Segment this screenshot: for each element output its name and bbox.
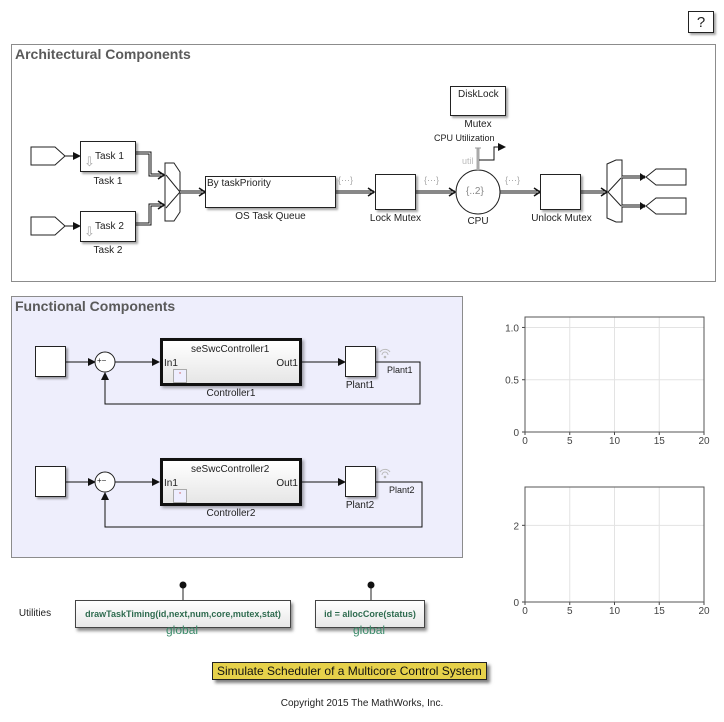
copyright-text: Copyright 2015 The MathWorks, Inc. — [280, 698, 444, 709]
outport-1[interactable] — [645, 168, 687, 186]
x-tick-label: 20 — [698, 606, 710, 617]
lock-mutex-block[interactable] — [375, 174, 416, 210]
x-tick-label: 0 — [522, 606, 528, 617]
queue-label: OS Task Queue — [235, 211, 306, 222]
task1-inside-text: Task 1 — [95, 151, 124, 162]
in-port-label: In1 — [164, 478, 178, 489]
function-scope-label: global — [166, 623, 199, 637]
signal-broadcast-icon — [379, 468, 391, 476]
task2-block[interactable]: ⇩ Task 2 — [80, 211, 136, 242]
x-tick-label: 15 — [654, 436, 666, 447]
disklock-mutex-block[interactable]: DiskLock — [450, 86, 506, 116]
out-port-label: Out1 — [276, 358, 298, 369]
bus-marker: {⋯} — [338, 175, 354, 185]
plant1-signal-label: Plant1 — [387, 365, 413, 375]
y-tick-label: 2 — [513, 521, 519, 532]
x-tick-label: 5 — [567, 436, 573, 447]
down-arrow-icon: ⇩ — [84, 224, 95, 239]
reference-source-1[interactable] — [35, 346, 66, 377]
unlock-mutex-label: Unlock Mutex — [531, 213, 592, 224]
x-tick-label: 20 — [698, 436, 710, 447]
plot-frame — [524, 316, 705, 433]
model-title-annotation[interactable]: Simulate Scheduler of a Multicore Contro… — [212, 662, 487, 680]
task2-inside-text: Task 2 — [95, 221, 124, 232]
entity-split-block[interactable] — [606, 159, 623, 223]
entity-merge-block[interactable] — [164, 162, 181, 222]
chart-cpu-utilization[interactable]: 0 5 10 15 20 0 0.5 1.0 — [495, 310, 720, 450]
controller-name: seSwcController2 — [191, 464, 270, 475]
util-signal-line — [479, 143, 506, 161]
controller-name: seSwcController1 — [191, 344, 270, 355]
architectural-components-area: Architectural Components — [11, 44, 716, 282]
task2-trigger-port[interactable] — [30, 216, 66, 236]
plant1-block[interactable] — [345, 346, 376, 377]
area-title: Functional Components — [15, 298, 176, 314]
reference-source-2[interactable] — [35, 466, 66, 497]
plot-frame — [524, 486, 705, 603]
sum-signs-2: +− — [97, 476, 107, 485]
cpu-label: CPU — [467, 216, 489, 227]
task2-label: Task 2 — [93, 245, 123, 256]
sum-signs-1: +− — [97, 356, 107, 365]
cpu-util-port: util — [462, 156, 474, 166]
controller1-label: Controller1 — [206, 388, 256, 399]
queue-inside-text: By taskPriority — [207, 178, 271, 189]
controller2-block[interactable]: seSwcController2 In1 Out1 ▫ — [160, 458, 302, 506]
in-port-label: In1 — [164, 358, 178, 369]
help-button[interactable]: ? — [688, 11, 714, 33]
plant2-label: Plant2 — [345, 500, 375, 511]
utilities-label: Utilities — [18, 608, 52, 619]
task1-trigger-port[interactable] — [30, 146, 66, 166]
task1-block[interactable]: ⇩ Task 1 — [80, 141, 136, 172]
y-tick-label: 0.5 — [505, 376, 519, 387]
y-tick-label: 0 — [513, 598, 519, 609]
draw-task-timing-function[interactable]: drawTaskTiming(id,next,num,core,mutex,st… — [75, 600, 291, 628]
x-tick-label: 5 — [567, 606, 573, 617]
bus-marker: {⋯} — [505, 175, 521, 185]
plant2-block[interactable] — [345, 466, 376, 497]
plant2-signal-label: Plant2 — [389, 485, 415, 495]
cpu-utilization-label: CPU Utilization — [434, 133, 495, 143]
area-title: Architectural Components — [15, 46, 191, 62]
x-tick-label: 15 — [654, 606, 666, 617]
bus-marker: {⋯} — [424, 175, 440, 185]
plant1-label: Plant1 — [345, 380, 375, 391]
chart-task-timing[interactable]: 0 5 10 15 20 0 2 — [495, 480, 720, 620]
disklock-inside-text: DiskLock — [458, 89, 499, 100]
task1-label: Task 1 — [93, 176, 123, 187]
lock-mutex-label: Lock Mutex — [369, 213, 422, 224]
model-reference-icon: ▫ — [173, 369, 187, 383]
down-arrow-icon: ⇩ — [84, 154, 95, 169]
out-port-label: Out1 — [276, 478, 298, 489]
signal-broadcast-icon — [379, 348, 391, 356]
y-tick-label: 1.0 — [505, 323, 519, 334]
cpu-inside-text: {..2} — [466, 186, 484, 197]
unlock-mutex-block[interactable] — [540, 174, 581, 210]
model-reference-icon: ▫ — [173, 489, 187, 503]
x-tick-label: 10 — [609, 606, 621, 617]
alloc-core-function[interactable]: id = allocCore(status) — [315, 600, 425, 628]
controller1-block[interactable]: seSwcController1 In1 Out1 ▫ — [160, 338, 302, 386]
disklock-label: Mutex — [464, 119, 492, 130]
controller2-label: Controller2 — [206, 508, 256, 519]
outport-2[interactable] — [645, 197, 687, 215]
x-tick-label: 10 — [609, 436, 621, 447]
function-scope-label: global — [353, 623, 386, 637]
x-tick-label: 0 — [522, 436, 528, 447]
y-tick-label: 0 — [513, 428, 519, 439]
os-task-queue-block[interactable]: By taskPriority — [205, 176, 336, 208]
